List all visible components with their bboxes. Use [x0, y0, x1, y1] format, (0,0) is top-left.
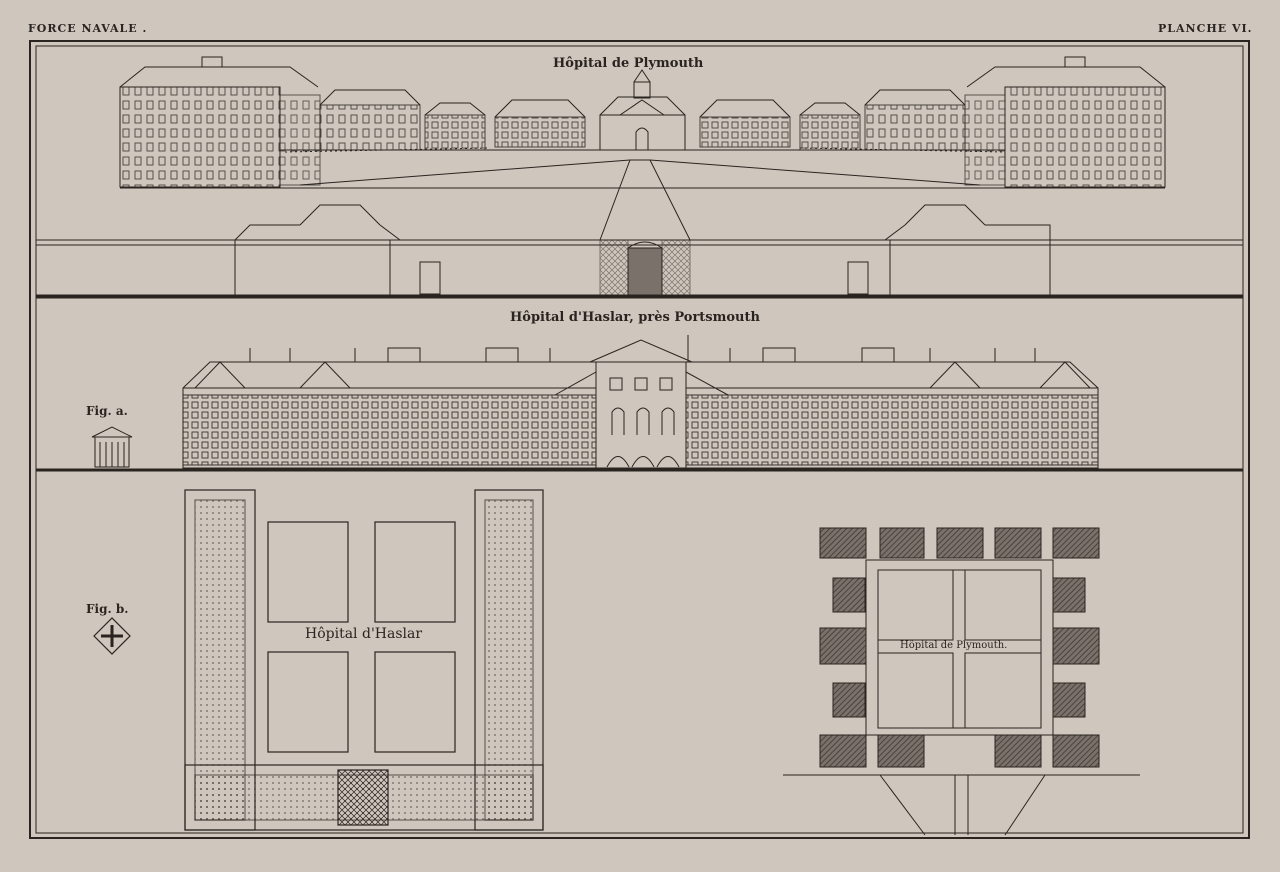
header-right: PLANCHE VI.: [1158, 22, 1253, 35]
inner-frame: [35, 45, 1244, 834]
header-left: FORCE NAVALE .: [28, 22, 148, 35]
plymouth-plan-caption: Hôpital de Plymouth.: [900, 640, 1008, 651]
plymouth-elevation: [35, 56, 1244, 299]
haslar-plan-caption: Hôpital d'Haslar: [305, 626, 423, 642]
haslar-elevation: [36, 335, 1243, 472]
haslar-elevation-caption: Hôpital d'Haslar, près Portsmouth: [510, 310, 760, 325]
fig-a-label: Fig. a.: [86, 404, 128, 418]
plymouth-plan: [783, 527, 1140, 836]
outer-frame: [29, 40, 1250, 839]
fig-b-label: Fig. b.: [86, 602, 129, 616]
haslar-plan: [93, 489, 544, 831]
plymouth-elevation-caption: Hôpital de Plymouth: [553, 56, 704, 71]
